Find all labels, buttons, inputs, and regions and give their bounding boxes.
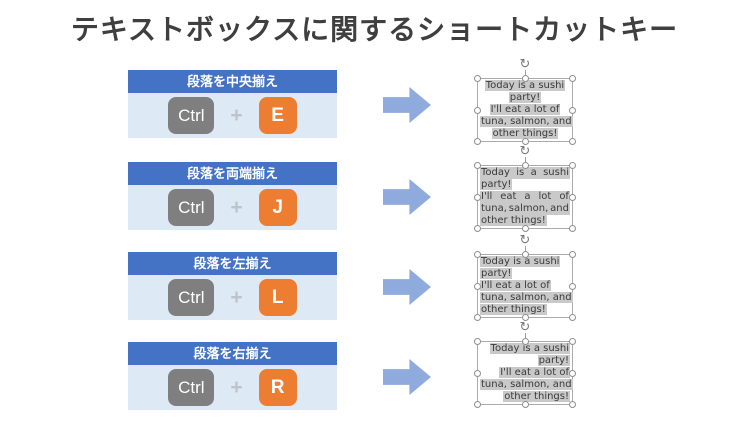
letter-key: J	[258, 189, 297, 226]
selection-handle[interactable]	[474, 138, 481, 145]
rotate-handle-stem	[525, 333, 526, 339]
selection-handle[interactable]	[474, 225, 481, 232]
selection-handle[interactable]	[474, 194, 481, 201]
slide-title: テキストボックスに関するショートカットキー	[70, 14, 679, 45]
selection-handle[interactable]	[569, 251, 576, 258]
selection-handle[interactable]	[522, 314, 529, 321]
ctrl-key: Ctrl	[168, 189, 215, 226]
shortcut-card-header: 段落を両端揃え	[128, 162, 337, 185]
shortcut-key-combo: Ctrl + R	[128, 365, 337, 410]
selection-handle[interactable]	[474, 370, 481, 377]
shortcut-key-combo: Ctrl + E	[128, 93, 337, 138]
selection-handle[interactable]	[474, 338, 481, 345]
shortcut-card-header: 段落を左揃え	[128, 252, 337, 275]
shortcut-card-center-align: 段落を中央揃え Ctrl + E	[128, 70, 337, 138]
shortcut-card-right-align: 段落を右揃え Ctrl + R	[128, 342, 337, 410]
selection-handle[interactable]	[569, 314, 576, 321]
selection-handle[interactable]	[569, 370, 576, 377]
right-arrow-icon	[383, 359, 431, 395]
letter-key: R	[258, 369, 297, 406]
rotate-handle-stem	[525, 246, 526, 252]
selection-handle[interactable]	[522, 75, 529, 82]
selection-handle[interactable]	[569, 401, 576, 408]
selection-handle[interactable]	[474, 107, 481, 114]
rotate-handle-stem	[525, 157, 526, 163]
selection-handle[interactable]	[522, 162, 529, 169]
right-arrow-icon	[383, 269, 431, 305]
selection-handle[interactable]	[474, 314, 481, 321]
selection-handle[interactable]	[474, 251, 481, 258]
selection-handle[interactable]	[474, 283, 481, 290]
plus-sign: +	[230, 103, 243, 127]
selection-handle[interactable]	[522, 251, 529, 258]
selection-handle[interactable]	[569, 283, 576, 290]
selection-handle[interactable]	[474, 162, 481, 169]
rotate-handle-stem	[525, 70, 526, 76]
shortcut-card-left-align: 段落を左揃え Ctrl + L	[128, 252, 337, 320]
selection-handle[interactable]	[522, 401, 529, 408]
ctrl-key: Ctrl	[168, 279, 215, 316]
rotate-handle-icon[interactable]: ↻	[519, 233, 531, 248]
selection-handle[interactable]	[474, 401, 481, 408]
plus-sign: +	[230, 195, 243, 219]
selection-handle[interactable]	[569, 338, 576, 345]
plus-sign: +	[230, 285, 243, 309]
letter-key: E	[258, 97, 297, 134]
shortcut-key-combo: Ctrl + J	[128, 185, 337, 230]
selection-handle[interactable]	[569, 225, 576, 232]
selection-handle[interactable]	[474, 75, 481, 82]
selection-handle[interactable]	[522, 338, 529, 345]
rotate-handle-icon[interactable]: ↻	[519, 57, 531, 72]
ctrl-key: Ctrl	[168, 369, 215, 406]
right-arrow-icon	[383, 87, 431, 123]
shortcut-card-header: 段落を中央揃え	[128, 70, 337, 93]
letter-key: L	[258, 279, 297, 316]
plus-sign: +	[230, 375, 243, 399]
selection-handle[interactable]	[569, 107, 576, 114]
rotate-handle-icon[interactable]: ↻	[519, 320, 531, 335]
selection-handle[interactable]	[569, 162, 576, 169]
rotate-handle-icon[interactable]: ↻	[519, 144, 531, 159]
right-arrow-icon	[383, 179, 431, 215]
selection-handle[interactable]	[569, 75, 576, 82]
shortcut-key-combo: Ctrl + L	[128, 275, 337, 320]
shortcut-card-header: 段落を右揃え	[128, 342, 337, 365]
selection-handle[interactable]	[569, 194, 576, 201]
shortcut-card-justify-align: 段落を両端揃え Ctrl + J	[128, 162, 337, 230]
selection-handle[interactable]	[522, 138, 529, 145]
selection-handle[interactable]	[569, 138, 576, 145]
selection-handle[interactable]	[522, 225, 529, 232]
ctrl-key: Ctrl	[168, 97, 215, 134]
